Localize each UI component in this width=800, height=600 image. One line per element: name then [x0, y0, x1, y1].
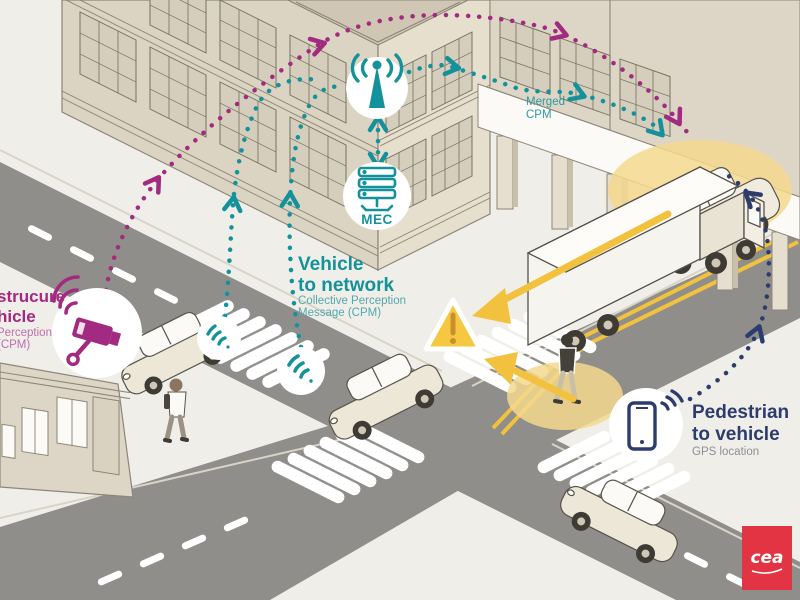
wifi-waves-icon	[660, 389, 684, 411]
door	[92, 396, 120, 476]
pedestrian-left	[163, 378, 189, 443]
cctv-camera-icon	[66, 317, 122, 367]
warning-triangle-icon	[423, 297, 483, 352]
camera-node	[52, 275, 142, 378]
wifi-waves-icon	[287, 354, 313, 383]
smartphone-icon	[627, 389, 684, 451]
arc-infrastructure-to-vehicle	[103, 12, 693, 293]
merged-cpm-label-line2: CPM	[526, 109, 552, 121]
v2n-label-sub2: Message (CPM)	[298, 307, 381, 319]
radio-antenna-icon	[350, 53, 404, 108]
v2n-label-line2: to network	[298, 275, 394, 296]
mec-label: MEC	[361, 212, 393, 227]
merged-cpm-label-line1: Merged	[526, 96, 565, 108]
car-center	[328, 353, 444, 440]
infrastructure-label-line2: hicle	[0, 307, 36, 326]
p2v-label-sub: GPS location	[692, 446, 759, 458]
p2v-label-line2: to vehicle	[692, 424, 780, 445]
antenna-node	[346, 53, 408, 119]
v2n-label-line1: Vehicle	[298, 254, 364, 275]
infrastructure-label-line1: strucure	[0, 287, 65, 306]
arc-car-left-to-network	[222, 76, 323, 319]
comm-arcs	[103, 12, 772, 402]
text-labels: strucure hicle Perception (CPM) Vehicle …	[0, 96, 789, 458]
infrastructure-label-sub1: Perception	[0, 327, 52, 339]
p2v-label-line1: Pedestrian	[692, 402, 789, 423]
wifi-node-left	[197, 316, 241, 360]
infrastructure-label-sub2: (CPM)	[0, 339, 30, 351]
server-stack-icon	[357, 166, 397, 212]
car-bottom	[560, 479, 678, 564]
wifi-node-center	[277, 347, 325, 395]
arc-car-center-to-network	[287, 84, 345, 350]
mec-node: MEC	[343, 162, 411, 230]
cea-logo: cea	[742, 526, 792, 590]
phone-node	[609, 388, 684, 462]
wifi-waves-icon	[206, 324, 230, 349]
alert-arrows	[472, 210, 672, 403]
cea-logo-text: cea	[750, 548, 783, 568]
v2n-label-sub1: Collective Perception	[298, 295, 406, 307]
window-grid	[385, 31, 473, 220]
wifi-waves-icon	[52, 275, 80, 315]
building-bottom-left	[0, 362, 134, 498]
